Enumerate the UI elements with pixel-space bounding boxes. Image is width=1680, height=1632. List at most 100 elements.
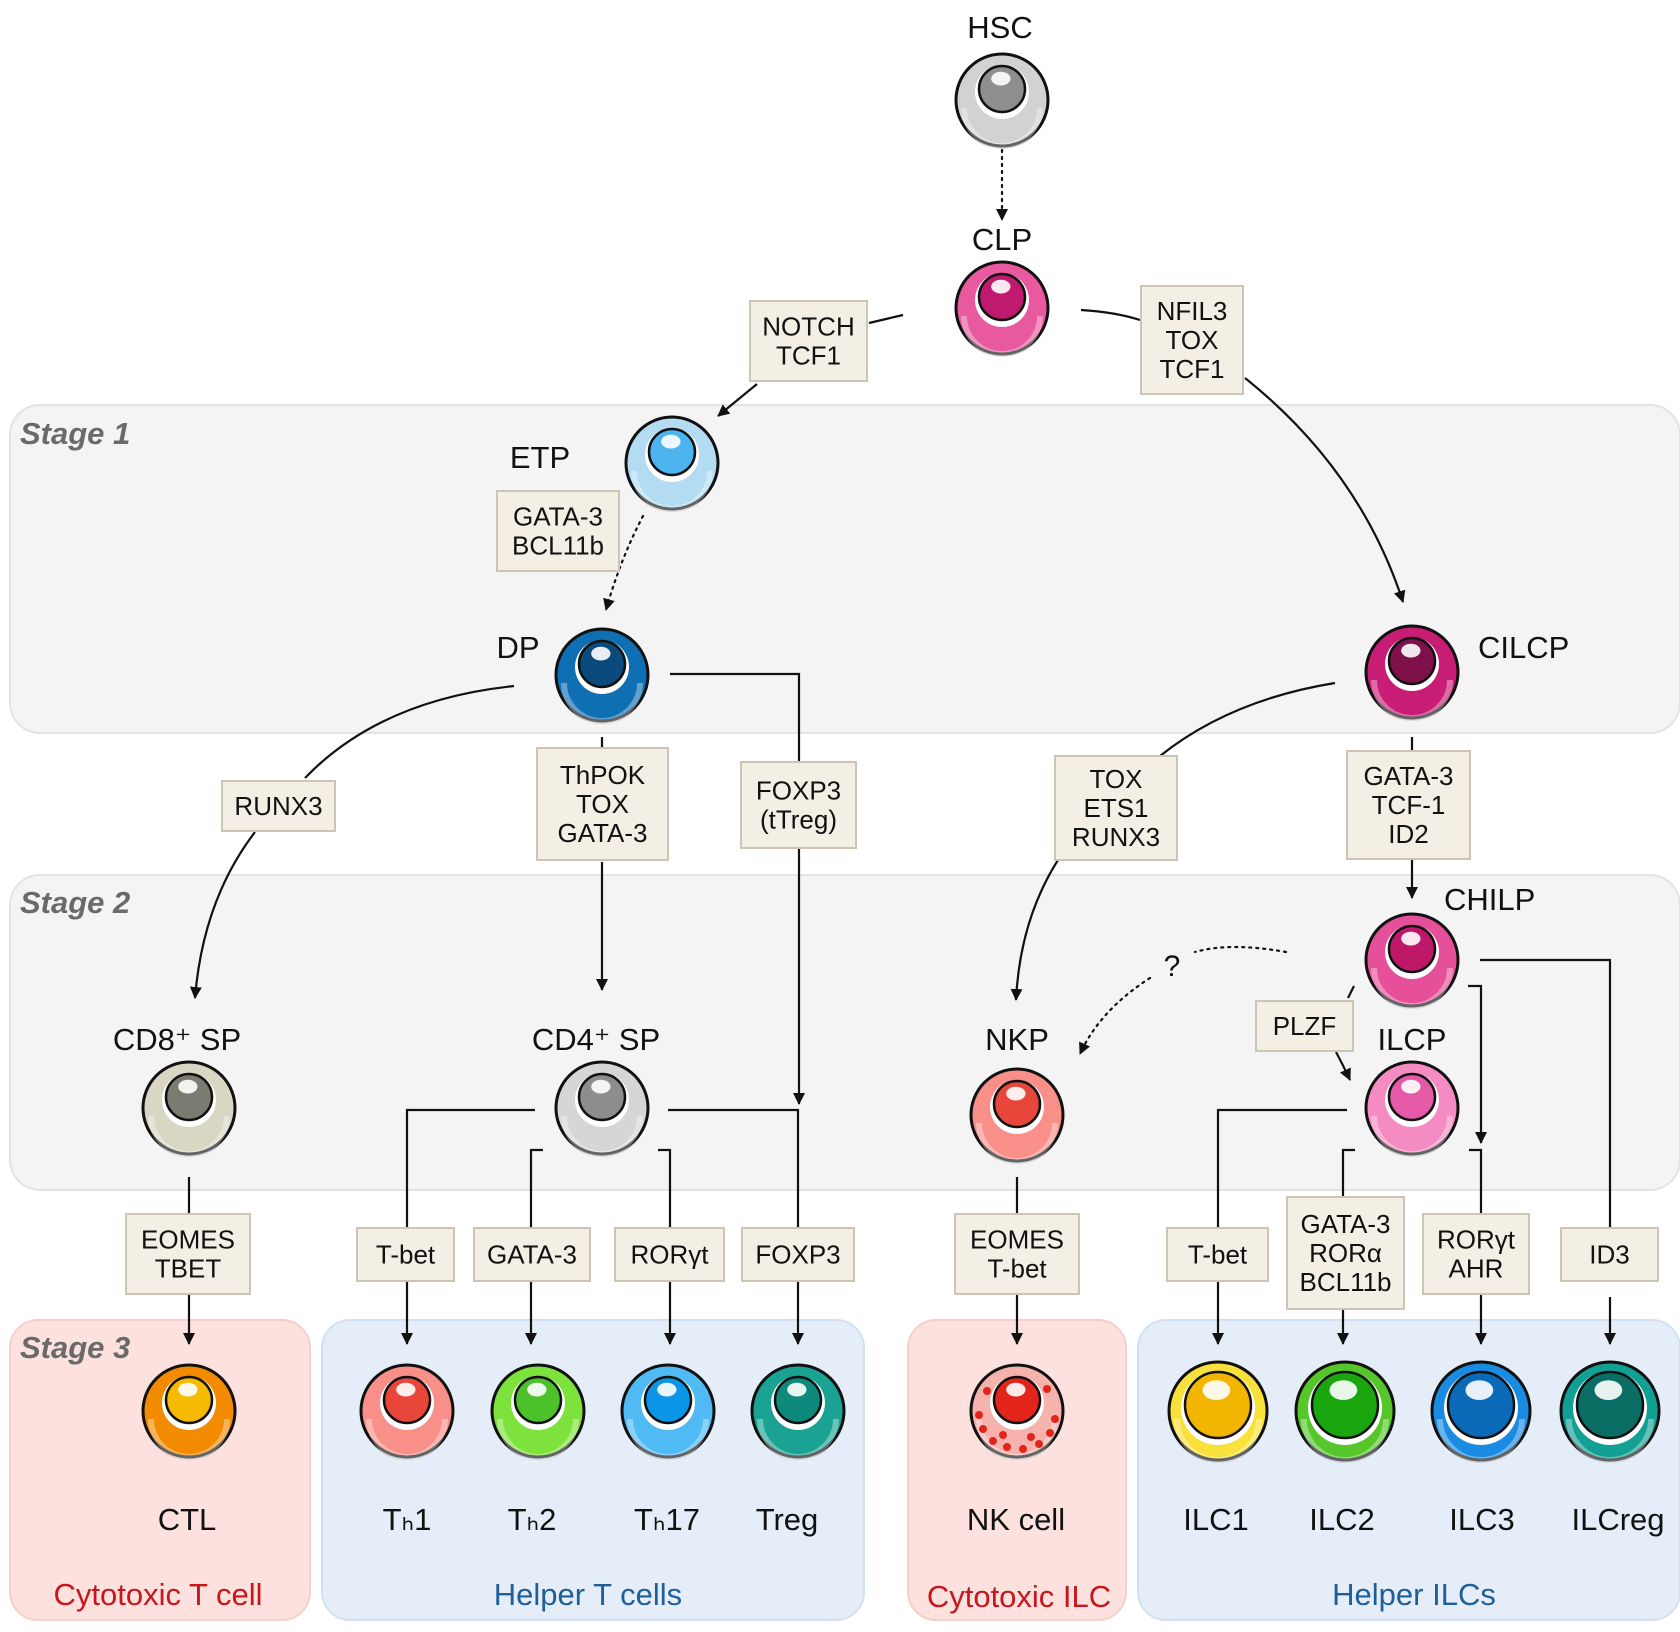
th17-cell [620,1363,716,1460]
treg-nucleus-shine [787,1382,807,1397]
ctl-label: CTL [158,1502,217,1537]
tf-box-background [1140,285,1244,395]
treg-highlight [757,1418,839,1460]
tf-box-background [473,1227,591,1282]
granule [999,1431,1007,1439]
ilc1-label: ILC1 [1183,1502,1248,1537]
tf-label: PLZF [1273,1011,1337,1041]
helper-t-cells-group-label: Helper T cells [494,1577,682,1612]
tf-box-background [1422,1213,1530,1295]
th2-cell [490,1363,586,1460]
th1-highlight [366,1418,448,1460]
clp-to-etp-arrow [718,313,904,416]
tf-label: GATA-3 [557,818,647,848]
treg-nucleus [773,1375,823,1425]
unknown-pathway-marker: ? [1164,950,1181,983]
tf-label: EOMES [141,1225,235,1255]
nkp-nucleus [992,1079,1042,1129]
ilcp-to-ilc1-arrow [1218,1108,1347,1344]
granule [1027,1433,1035,1441]
th17-nucleus-shine [657,1382,677,1397]
nkcell-nucleus [992,1375,1042,1425]
tf-box-foxp3-ttreg: FOXP3(tTreg) [740,761,857,849]
cilcp-cell [1364,624,1460,721]
tf-box-background [1560,1227,1659,1282]
granule [1035,1440,1043,1448]
chilp-highlight [1371,967,1453,1009]
cd4-to-th1-arrow [407,1108,535,1344]
ilc1-nucleus-shine [1202,1380,1231,1401]
dp-to-cd8-arrow [195,684,515,998]
nk-cell [969,1363,1065,1460]
ilc1-cell [1167,1360,1269,1463]
ilcp-label: ILCP [1378,1022,1447,1057]
ilcreg-nucleus [1575,1370,1645,1440]
cd8-sp-cell [141,1060,237,1157]
ilcp-nucleus [1387,1072,1437,1122]
stage-1-label: Stage 1 [20,416,130,451]
helper-t-cells-panel [321,1319,865,1621]
cd8-sp-label: CD8⁺ SP [113,1022,241,1057]
tf-box-background [536,747,669,861]
tf-label: FOXP3 [756,776,841,806]
tf-label: RUNX3 [1072,822,1160,852]
granule [1046,1429,1054,1437]
th2-label: Tₕ2 [508,1502,557,1537]
tf-label: ThPOK [560,760,646,790]
chilp-cell [1364,912,1460,1009]
helper-ilcs-panel [1137,1319,1680,1621]
tf-label: T-bet [376,1240,436,1270]
tf-label: ID2 [1388,819,1428,849]
granule [1051,1415,1059,1423]
stage-1-band [9,404,1680,734]
clp-cell [954,260,1050,357]
cells [141,52,1661,1463]
tf-box-plzf: PLZF [1255,1000,1354,1052]
tf-label: TOX [1090,764,1143,794]
th1-cell [359,1363,455,1460]
tf-box-background [356,1227,455,1282]
tf-label: AHR [1449,1254,1504,1284]
nkcell-nucleus-shine [1006,1382,1026,1397]
cd4sp-nucleus [577,1072,627,1122]
tf-box-background [954,1213,1080,1295]
tf-label: GATA-3 [513,502,603,532]
nk-cell-label: NK cell [967,1502,1065,1537]
tf-label: BCL11b [1299,1267,1391,1297]
chilp-nucleus-shine [1401,931,1421,946]
clp-nucleus [977,272,1027,322]
th1-label: Tₕ1 [383,1502,432,1537]
tf-label: ID3 [1589,1240,1629,1270]
tf-label: NFIL3 [1157,296,1228,326]
cd4-to-treg-arrow [668,1108,798,1344]
cilcp-nucleus [1387,636,1437,686]
tf-box-gata3-th2: GATA-3 [473,1227,591,1282]
cilcp-to-nkp-arrow [1016,681,1336,1000]
tf-label: GATA-3 [487,1240,577,1270]
etp-nucleus [647,427,697,477]
ilc2-cell [1294,1360,1396,1463]
clp-label: CLP [972,222,1032,257]
cd4-to-th17-arrow [658,1148,670,1344]
nkp-label: NKP [985,1022,1049,1057]
tf-label: TOX [576,789,629,819]
th1-nucleus [382,1375,432,1425]
granule [975,1411,983,1419]
tf-label: (tTreg) [760,805,837,835]
clp-nucleus-shine [991,279,1011,294]
tf-box-background [1166,1227,1269,1282]
tf-box-foxp3-treg: FOXP3 [741,1227,855,1282]
th17-nucleus [643,1375,693,1425]
cytotoxic-t-cell-group-label: Cytotoxic T cell [53,1577,262,1612]
th2-nucleus [513,1375,563,1425]
ilc1-highlight [1174,1418,1262,1463]
chilp-label: CHILP [1444,882,1535,917]
granule [989,1437,997,1445]
